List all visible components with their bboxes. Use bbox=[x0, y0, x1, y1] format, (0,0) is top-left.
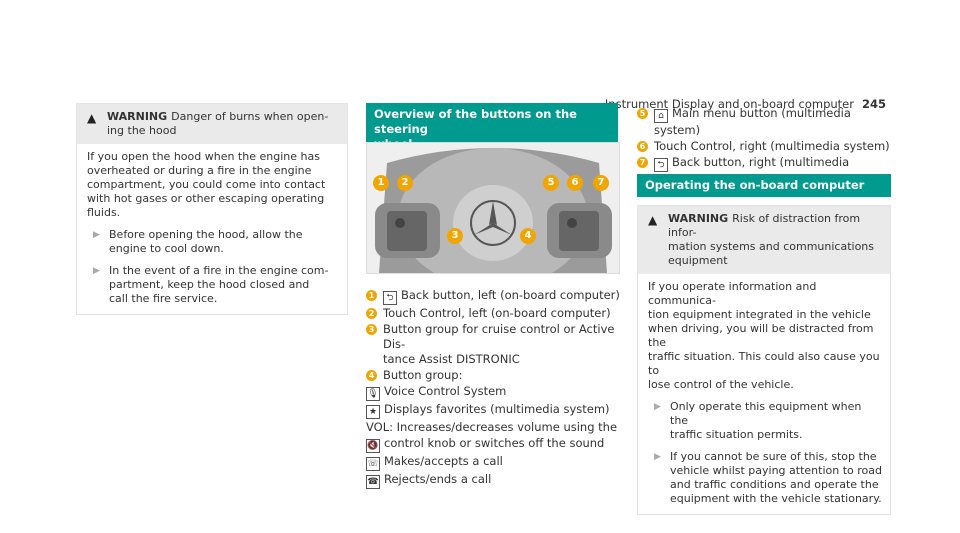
steering-wheel-image bbox=[366, 142, 620, 274]
callout-6: 6 bbox=[567, 175, 583, 191]
warning-icon: ▲ bbox=[87, 111, 97, 125]
warning-step: ▶ In the event of a fire in the engine c… bbox=[93, 264, 329, 305]
step-arrow-icon: ▶ bbox=[654, 402, 661, 412]
back-icon: ⮌ bbox=[654, 158, 668, 172]
callout-1: 1 bbox=[373, 175, 389, 191]
callout-5: 5 bbox=[543, 175, 559, 191]
callout-3: 3 bbox=[447, 228, 463, 244]
warning-label: WARNING bbox=[668, 212, 729, 225]
mute-icon: 🔇 bbox=[366, 439, 380, 453]
steering-wheel-drawing bbox=[367, 143, 619, 273]
callout-4: 4 bbox=[520, 228, 536, 244]
section-header-operating: Operating the on-board computer bbox=[637, 174, 891, 197]
page-header: Instrument Display and on-board computer… bbox=[605, 97, 886, 111]
star-icon: ★ bbox=[366, 405, 380, 419]
group-item: VOL: Increases/decreases volume using th… bbox=[366, 420, 618, 434]
warning-body: If you operate information and communica… bbox=[648, 280, 882, 505]
warning-step: ▶ Only operate this equipment when the t… bbox=[654, 400, 862, 441]
button-list-left: 1⮌Back button, left (on-board computer) … bbox=[366, 288, 636, 490]
voice-control-icon: 🎙 bbox=[366, 387, 380, 401]
callout-7: 7 bbox=[593, 175, 609, 191]
back-icon: ⮌ bbox=[383, 291, 397, 305]
warning-step: ▶ Before opening the hood, allow the eng… bbox=[93, 228, 303, 255]
page-number: 245 bbox=[861, 97, 886, 111]
list-item: 5⌂Main menu button (multimedia system) bbox=[637, 106, 897, 138]
group-item: 🔇control knob or switches off the sound bbox=[366, 436, 605, 453]
button-list-right: 5⌂Main menu button (multimedia system) 6… bbox=[637, 106, 897, 188]
step-arrow-icon: ▶ bbox=[93, 230, 100, 240]
home-icon: ⌂ bbox=[654, 109, 668, 123]
step-arrow-icon: ▶ bbox=[654, 452, 661, 462]
warning-icon: ▲ bbox=[648, 213, 658, 227]
group-item: ★Displays favorites (multimedia system) bbox=[366, 402, 636, 419]
warning-step: ▶ If you cannot be sure of this, stop th… bbox=[654, 450, 882, 505]
group-item: ☎Rejects/ends a call bbox=[366, 472, 492, 489]
warning-body: If you open the hood when the engine has… bbox=[77, 144, 347, 314]
list-item: 1⮌Back button, left (on-board computer) bbox=[366, 288, 636, 305]
group-item: ☏Makes/accepts a call bbox=[366, 454, 503, 471]
group-item: 🎙Voice Control System bbox=[366, 384, 507, 401]
callout-2: 2 bbox=[397, 175, 413, 191]
warning-label: WARNING bbox=[107, 110, 168, 123]
end-call-icon: ☎ bbox=[366, 475, 380, 489]
step-arrow-icon: ▶ bbox=[93, 266, 100, 276]
accept-call-icon: ☏ bbox=[366, 457, 380, 471]
header-title: Instrument Display and on-board computer bbox=[604, 97, 854, 111]
